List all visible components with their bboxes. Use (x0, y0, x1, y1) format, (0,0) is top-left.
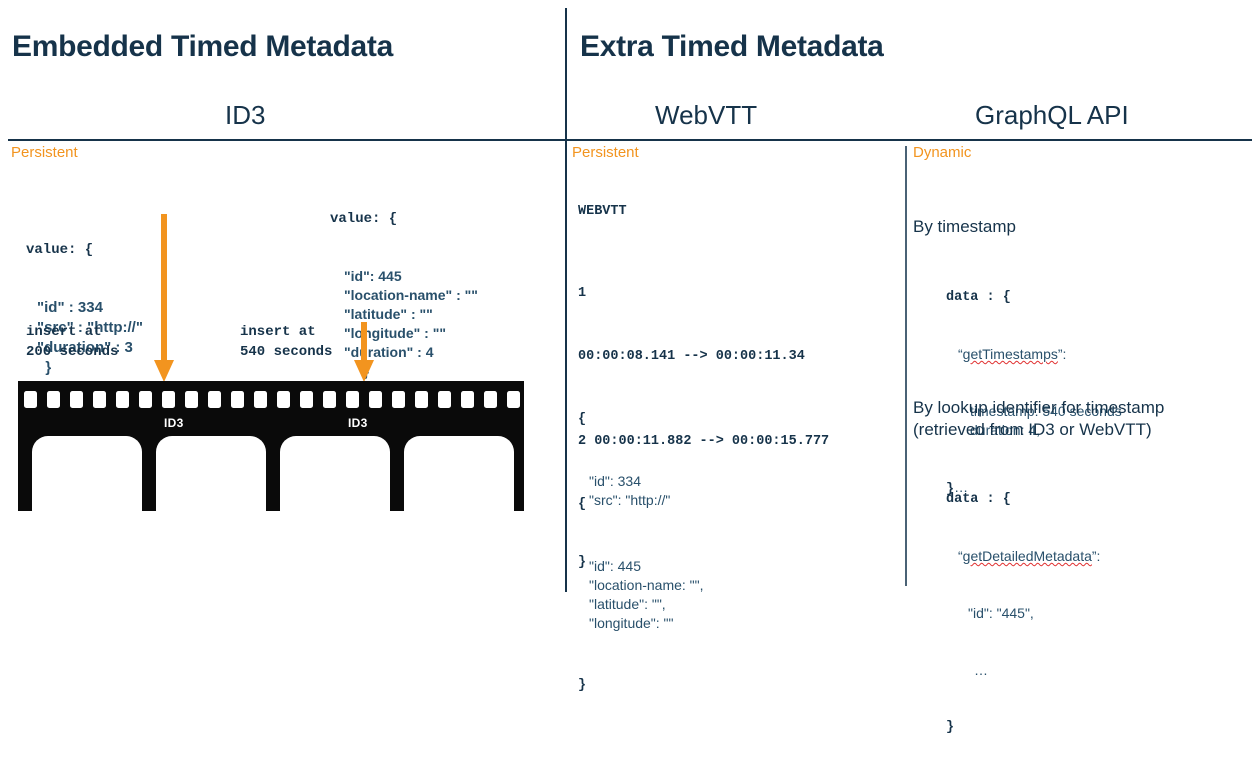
insert-arrow-2 (354, 322, 374, 382)
graphql-block2-body: "id": "445", (968, 605, 1034, 621)
insert-arrow-1 (154, 214, 174, 382)
graphql-block2-ellipsis: … (974, 662, 988, 678)
graphql-block2-close: } (946, 720, 955, 735)
graphql-query-block-1: data : { “getTimestamps”: timestamp: 540… (946, 250, 1122, 537)
page-title-extra: Extra Timed Metadata (580, 30, 884, 63)
kicker-persistent-webvtt: Persistent (572, 144, 639, 161)
page-title-embedded: Embedded Timed Metadata (12, 30, 393, 63)
webvtt-header: WEBVTT (578, 204, 627, 219)
kicker-persistent-id3: Persistent (11, 144, 78, 161)
header-horizontal-rule (8, 139, 1252, 141)
webvtt-graphql-divider (905, 146, 907, 586)
graphql-block1-open: data : { (946, 290, 1011, 305)
graphql-query-block-2: data : { “getDetailedMetadata”: "id": "4… (946, 452, 1100, 775)
webvtt-cue2-timing: 2 00:00:11.882 --> 00:00:15.777 (578, 434, 830, 449)
graphql-block1-body: timestamp: 540 seconds duration: 4, (970, 403, 1122, 438)
webvtt-cue1-body: "id": 334 "src": "http://" (589, 473, 671, 508)
id3-insert-label-1: insert at 200 seconds (26, 324, 119, 360)
column-title-webvtt: WebVTT (655, 100, 758, 130)
graphql-block1-ellipsis: … (954, 479, 969, 495)
slide-canvas: Embedded Timed Metadata Extra Timed Meta… (8, 8, 1252, 735)
webvtt-cue-1: 1 00:00:08.141 --> 00:00:11.34 { "id": 3… (578, 241, 805, 615)
webvtt-cue1-number: 1 (578, 286, 587, 301)
id3-block2-open: value: { (330, 211, 398, 227)
graphql-block2-field-name: getDetailedMetadata (962, 548, 1092, 564)
id3-insert-label-2: insert at 540 seconds (240, 324, 333, 360)
graphql-block1-close: } (946, 482, 955, 497)
main-vertical-divider (565, 8, 567, 592)
graphql-block2-open: data : { (946, 492, 1011, 507)
graphql-block1-field-name: getTimestamps (962, 346, 1058, 362)
webvtt-cue2-close: } (578, 678, 587, 693)
webvtt-cue1-close: } (578, 555, 587, 570)
webvtt-cue2-body: "id": 445 "location-name: "", "latitude"… (589, 558, 704, 631)
id3-block1-open: value: { (26, 242, 94, 258)
graphql-block1-field: “getTimestamps”: (958, 346, 1067, 362)
webvtt-cue1-timing: 00:00:08.141 --> 00:00:11.34 (578, 349, 805, 364)
webvtt-cue1-open: { (578, 412, 587, 427)
filmstrip-graphic (18, 381, 524, 511)
graphql-heading-by-lookup: By lookup identifier for timestamp (retr… (913, 398, 1165, 439)
graphql-block2-field: “getDetailedMetadata”: (958, 548, 1101, 564)
id3-block1-body: "id" : 334 "src" : "http://" "duration" … (37, 299, 143, 376)
column-title-graphql: GraphQL API (975, 100, 1129, 130)
kicker-dynamic-graphql: Dynamic (913, 144, 972, 161)
webvtt-cue-2: 2 00:00:11.882 --> 00:00:15.777 { "id": … (578, 389, 829, 738)
id3-value-block-1: value: { "id" : 334 "src" : "http://" "d… (26, 203, 143, 416)
column-title-id3: ID3 (225, 100, 266, 130)
webvtt-cue2-open: { (578, 497, 587, 512)
graphql-heading-by-timestamp: By timestamp (913, 217, 1016, 236)
